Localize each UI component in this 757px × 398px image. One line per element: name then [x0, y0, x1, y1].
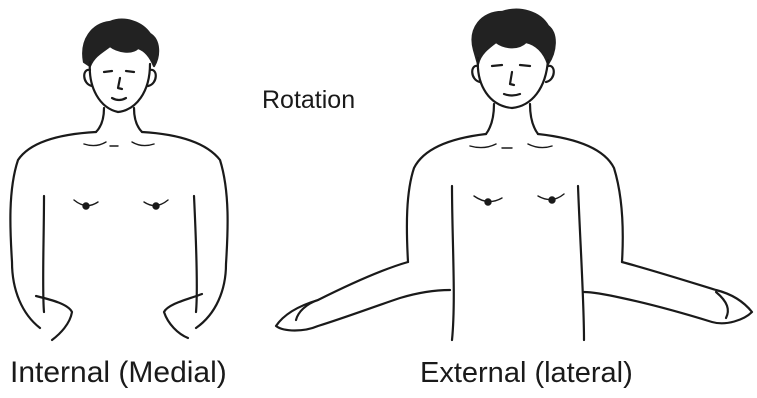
- right-figure-body-side-right: [578, 186, 584, 340]
- right-figure-eyes: [492, 65, 530, 66]
- right-figure-face: [478, 58, 548, 108]
- left-figure-face: [90, 62, 150, 112]
- left-figure-collarbones: [84, 142, 154, 146]
- right-figure-hand-right: [716, 292, 728, 318]
- left-figure-nose: [118, 78, 122, 89]
- left-figure-hand-left: [36, 296, 72, 340]
- left-figure-torso-left: [10, 132, 96, 328]
- left-figure-inner-arm-left: [43, 196, 44, 312]
- right-figure-mouth: [504, 94, 520, 96]
- internal-rotation-label: Internal (Medial): [10, 356, 227, 390]
- right-figure-collarbones: [470, 144, 552, 148]
- internal-rotation-figure: [10, 20, 227, 340]
- left-figure-hair: [83, 20, 158, 66]
- right-figure-nose: [510, 72, 514, 85]
- right-figure-hair: [473, 10, 555, 64]
- rotation-title: Rotation: [262, 86, 355, 115]
- left-figure-eyes: [104, 71, 134, 72]
- right-figure-torso-left: [407, 134, 486, 262]
- right-figure-arm-left: [276, 262, 450, 331]
- right-figure-body-side-left: [452, 186, 454, 340]
- external-rotation-figure: [276, 10, 752, 340]
- left-figure-mouth: [112, 98, 126, 100]
- left-figure-torso-right: [142, 132, 228, 328]
- left-figure-inner-arm-right: [194, 196, 197, 312]
- external-rotation-label: External (lateral): [420, 357, 633, 390]
